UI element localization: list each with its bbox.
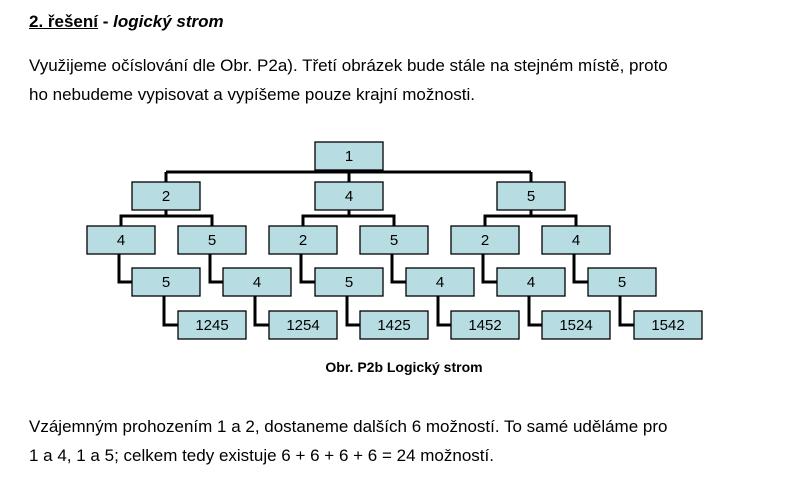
tree-node-l1-box [131,181,201,211]
tree-leaf-box [359,310,429,340]
tree-node-l1: 4 [314,181,384,211]
tree-node-l2: 5 [359,225,429,255]
tree-leaf: 1524 [541,310,611,340]
intro-line-2: ho nebudeme vypisovat a vypíšeme pouze k… [29,85,476,104]
tree-node-l2-box [268,225,338,255]
tree-node-l2-label: 4 [117,232,125,249]
tree-leaf-box [633,310,703,340]
tree-node-l2-label: 5 [208,232,216,249]
edge-l4-3 [436,296,451,327]
tree-node-l2: 4 [86,225,156,255]
conclusion-line-1: Vzájemným prohozením 1 a 2, dostaneme da… [29,417,668,436]
tree-node-l2-label: 5 [390,232,398,249]
tree-node-l2: 2 [268,225,338,255]
intro-paragraph: Využijeme očíslování dle Obr. P2a). Třet… [29,51,668,109]
tree-node-l2-label: 2 [481,232,489,249]
edge-l4-0 [162,296,178,327]
tree-node-l3-label: 4 [527,274,535,291]
tree-leaf: 1254 [268,310,338,340]
tree-node-l2-label: 2 [299,232,307,249]
tree-node-l3-box [587,267,657,297]
tree-leaf-label: 1254 [286,317,319,334]
tree-node-l3-label: 5 [345,274,353,291]
tree-leaf-box [177,310,247,340]
tree-leaf-label: 1245 [195,317,228,334]
tree-node-l3: 4 [222,267,292,297]
tree-node-l2-box [177,225,247,255]
edge-l4-4 [527,296,542,327]
tree-node-l1-label: 5 [527,188,535,205]
tree-node-l3-box [314,267,384,297]
tree-node-l2: 5 [177,225,247,255]
edge-l3-0 [117,254,132,284]
conclusion-paragraph: Vzájemným prohozením 1 a 2, dostaneme da… [29,412,667,470]
tree-node-root-label: 1 [345,148,353,165]
edge-l2-bus-2 [483,214,578,226]
tree-node-l2-box [450,225,520,255]
edge-l3-3 [390,254,406,284]
tree-leaf-label: 1524 [559,317,592,334]
tree-leaf: 1245 [177,310,247,340]
tree-node-l3-box [222,267,292,297]
tree-node-l2-label: 4 [572,232,580,249]
edge-l4-5 [618,296,634,327]
tree-node-l3-box [405,267,475,297]
tree-node-l3-label: 5 [162,274,170,291]
tree-leaf-box [268,310,338,340]
edge-l2-bus-0 [119,214,214,226]
figure-caption: Obr. P2b Logický strom [325,359,483,375]
edge-l3-5 [572,254,588,284]
edge-l3-2 [299,254,315,284]
tree-leaf: 1452 [450,310,520,340]
edge-l4-1 [253,296,269,327]
tree-node-l3-label: 4 [436,274,444,291]
section-number: 2. řešení [29,12,98,31]
tree-node-l1-box [314,181,384,211]
tree-node-l1-label: 2 [162,188,170,205]
tree-node-l3: 5 [131,267,201,297]
tree-node-l1-label: 4 [345,188,353,205]
tree-node-l2: 4 [541,225,611,255]
section-heading: 2. řešení - logický strom [29,12,224,32]
tree-leaf: 1542 [633,310,703,340]
tree-node-root-box [314,141,384,171]
tree-leaf-label: 1542 [651,317,684,334]
tree-node-l3-label: 5 [618,274,626,291]
tree-node-root: 1 [314,141,384,171]
tree-node-l2-box [541,225,611,255]
tree-node-l3: 5 [314,267,384,297]
tree-node-l3: 4 [496,267,566,297]
tree-leaf: 1425 [359,310,429,340]
tree-leaf-label: 1425 [377,317,410,334]
edge-l2-bus-1 [301,214,396,226]
section-title: logický strom [113,12,224,31]
conclusion-line-2: 1 a 4, 1 a 5; celkem tedy existuje 6 + 6… [29,446,494,465]
heading-separator: - [98,12,114,31]
tree-node-l1: 2 [131,181,201,211]
tree-leaf-box [450,310,520,340]
tree-node-l2-box [359,225,429,255]
tree-leaf-label: 1452 [468,317,501,334]
tree-node-l1: 5 [496,181,566,211]
tree-node-l2: 2 [450,225,520,255]
tree-node-l3: 4 [405,267,475,297]
intro-line-1: Využijeme očíslování dle Obr. P2a). Třet… [29,56,668,75]
tree-node-l1-box [496,181,566,211]
tree-node-l2-box [86,225,156,255]
tree-node-l3-box [496,267,566,297]
tree-node-l3-box [131,267,201,297]
tree-edges [117,170,634,327]
edge-l3-4 [481,254,497,284]
tree-node-l3-label: 4 [253,274,261,291]
tree-node-l3: 5 [587,267,657,297]
edge-l3-1 [208,254,223,284]
tree-leaf-box [541,310,611,340]
edge-l4-2 [345,296,360,327]
